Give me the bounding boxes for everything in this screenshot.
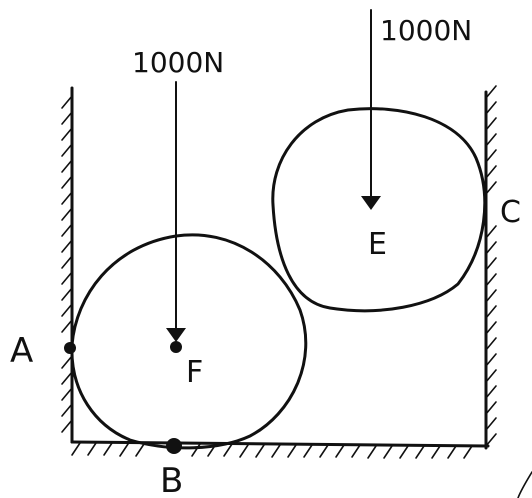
load-arrow-right [361,9,381,210]
cylinder-f [70,233,308,450]
point-label-c: C [500,195,521,230]
right-wall-hatching [485,85,497,447]
stray-pen-mark [517,471,532,498]
left-wall [61,86,74,444]
load-arrowhead-left [166,328,186,342]
contact-point-b [166,438,182,454]
left-wall-hatching [61,95,73,433]
point-label-f: F [186,355,203,390]
center-point-f [170,341,182,353]
load-label-right: 1000N [380,14,472,47]
load-label-left: 1000N [132,46,224,79]
floor-hatching [71,442,473,459]
point-label-b: B [160,461,183,498]
contact-point-a [64,342,76,354]
point-label-a: A [10,331,33,371]
cylinder-e [271,107,487,313]
point-label-e: E [368,227,387,262]
load-arrowhead-right [361,196,381,210]
right-wall [484,85,497,450]
load-arrow-left [166,81,186,342]
floor [70,440,490,459]
